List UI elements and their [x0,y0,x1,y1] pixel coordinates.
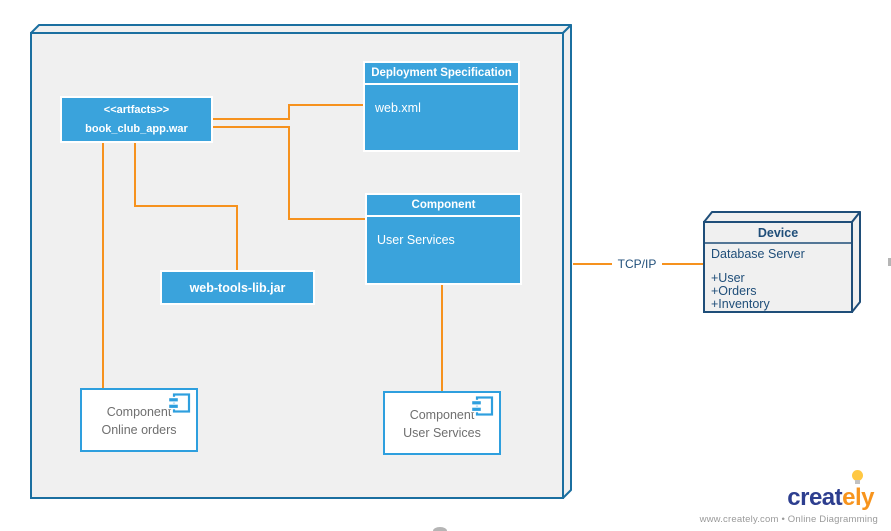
device-server-name: Database Server [711,247,805,261]
deployment-spec-box[interactable]: Deployment Specification web.xml [363,61,520,152]
component-box[interactable]: Component User Services [365,193,522,285]
lightbulb-icon [852,470,863,484]
online-orders-box[interactable]: Component Online orders [80,388,198,452]
cutoff-shape-bottom [433,527,447,531]
component-icon [167,393,191,413]
device-shape[interactable] [703,211,861,313]
connector-artifact-to-webxml[interactable] [213,104,363,120]
cutoff-shape-right [888,258,891,266]
user-services-line1: Component [409,408,475,422]
artifact-box[interactable]: <<artfacts>> book_club_app.war [60,96,213,143]
device-top-face[interactable] [703,211,861,223]
artifact-name: book_club_app.war [85,122,188,135]
library-name: web-tools-lib.jar [189,280,286,295]
artifact-stereotype: <<artfacts>> [103,104,170,117]
device-box[interactable]: Device Database Server +User +Orders +In… [704,222,852,312]
device-title: Device [757,226,799,240]
device-front-face[interactable] [703,221,853,313]
online-orders-line2: Online orders [101,423,177,437]
component-icon [470,396,494,416]
device-attribute: +User [711,271,745,285]
user-services-line2: User Services [403,426,481,440]
logo-text-secondary: ely [842,484,874,511]
component-title: Component [367,195,520,217]
device-right-face[interactable] [851,211,861,313]
creately-tagline: www.creately.com • Online Diagramming [699,514,878,525]
deployment-spec-item: web.xml [375,101,421,115]
component-item: User Services [377,233,455,247]
device-attribute: +Inventory [711,297,770,311]
connectors [102,104,703,391]
library-box[interactable]: web-tools-lib.jar [160,270,315,305]
connector-artifact-to-component[interactable] [213,126,365,220]
node-top-face[interactable] [30,24,572,34]
creately-logo[interactable]: creately [787,470,874,511]
connector-artifact-to-library[interactable] [134,143,238,270]
user-services-box[interactable]: Component User Services [383,391,501,455]
logo-text-primary: creat [787,484,843,511]
device-attribute: +Orders [711,284,757,298]
deployment-spec-title: Deployment Specification [365,63,518,85]
node-right-face[interactable] [562,24,572,499]
tcpip-label: TCP/IP [612,257,662,271]
online-orders-line1: Component [106,405,172,419]
